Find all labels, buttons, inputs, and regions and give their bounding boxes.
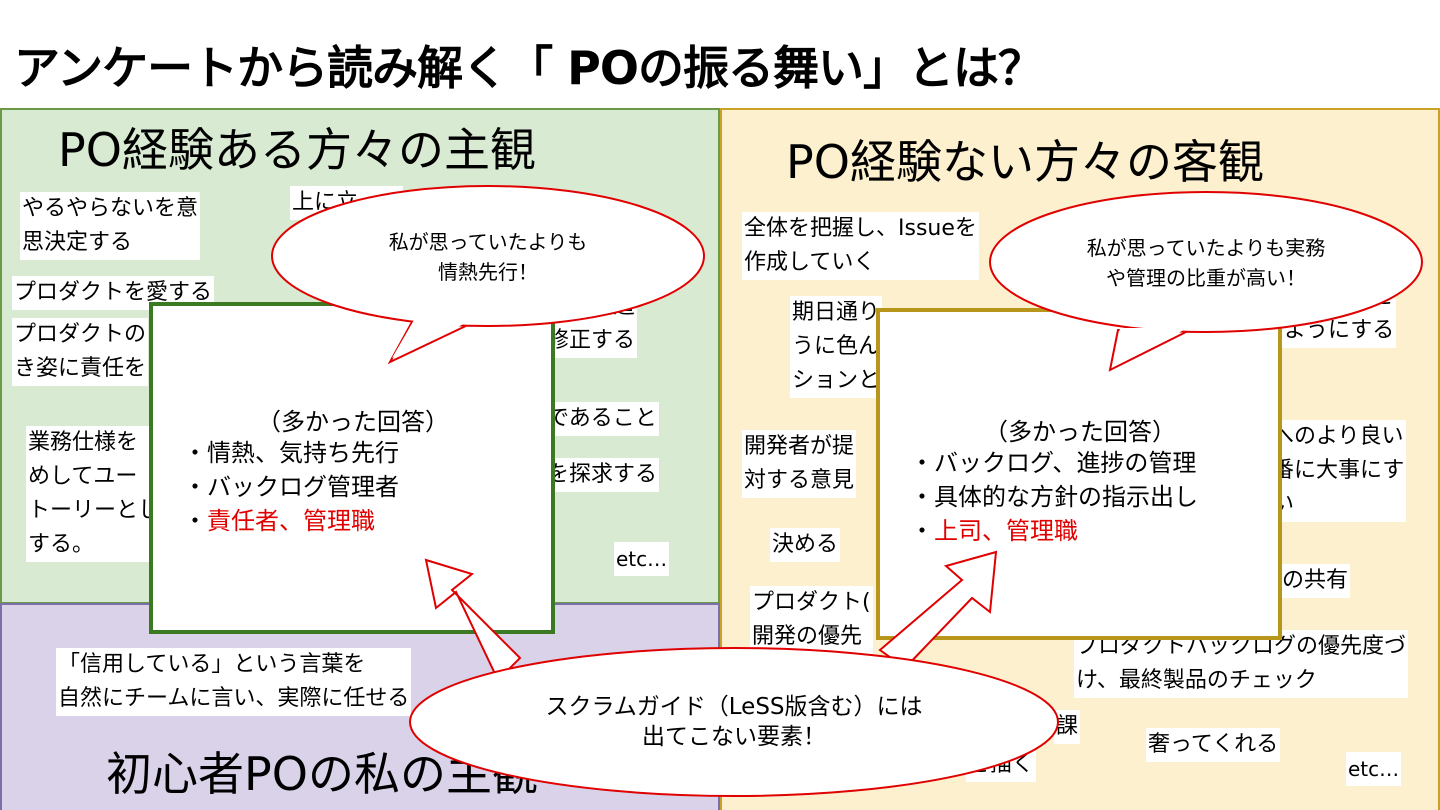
sticky-note: プロダクトのき姿に責任を xyxy=(12,318,149,386)
sticky-note: 期日通りうに色んションと xyxy=(790,296,883,398)
non-po-summary-box: （多かった回答） ・バックログ、進捗の管理 ・具体的な方針の指示出し ・上司、管… xyxy=(876,308,1282,640)
sticky-note: の共有 xyxy=(1280,564,1351,598)
sticky-note: やるやらないを意思決定する xyxy=(20,192,201,260)
left-speech-bubble-shape xyxy=(271,185,705,327)
summary-item-highlight: ・責任者、管理職 xyxy=(183,507,375,535)
right-speech-bubble-shape xyxy=(989,191,1423,333)
non-po-heading: PO経験ない方々の客観 xyxy=(786,135,1264,189)
summary-list: ・情熱、気持ち先行 ・バックログ管理者 ・責任者、管理職 xyxy=(183,436,399,538)
left-speech-bubble-text: 私が思っていたよりも情熱先行！ xyxy=(388,230,588,284)
bottom-callout-shape xyxy=(409,647,1059,797)
arrow-up-left xyxy=(424,558,522,682)
summary-item: ・情熱、気持ち先行 xyxy=(183,439,399,467)
summary-caption: （多かった回答） xyxy=(984,418,1176,446)
sticky-note: を探求する xyxy=(545,458,660,492)
sticky-note: へのより良い番に大事にすい xyxy=(1270,420,1407,522)
summary-list: ・バックログ、進捗の管理 ・具体的な方針の指示出し ・上司、管理職 xyxy=(910,446,1198,548)
sticky-note: プロダクト(開発の優先 xyxy=(750,586,873,654)
summary-caption: （多かった回答） xyxy=(257,408,449,436)
sticky-note: 業務仕様をめしてユートーリーとしする。 xyxy=(26,426,163,562)
experienced-po-heading: PO経験ある方々の主観 xyxy=(58,123,536,177)
arrow-up-right xyxy=(878,550,998,670)
sticky-note: であること xyxy=(545,402,659,436)
sticky-note: etc… xyxy=(1346,752,1402,786)
summary-item-highlight: ・上司、管理職 xyxy=(910,517,1078,545)
sticky-note: 課 xyxy=(1054,710,1081,744)
sticky-note: 奢ってくれる xyxy=(1146,728,1281,762)
experienced-po-summary-box: （多かった回答） ・情熱、気持ち先行 ・バックログ管理者 ・責任者、管理職 xyxy=(149,302,555,634)
summary-item: ・バックログ、進捗の管理 xyxy=(910,449,1197,477)
sticky-note: 決める xyxy=(770,528,841,562)
sticky-note: 全体を把握し、Issueを作成していく xyxy=(742,212,979,280)
right-speech-bubble-text: 私が思っていたよりも実務や管理の比重が高い！ xyxy=(1086,236,1326,290)
bottom-callout-text: スクラムガイド（LeSS版含む）には出てこない要素！ xyxy=(545,694,923,750)
sticky-note: 開発者が提対する意見 xyxy=(742,430,857,498)
slide-title: アンケートから読み解く「 POの振る舞い」とは？ xyxy=(14,41,1044,95)
summary-item: ・バックログ管理者 xyxy=(183,473,399,501)
summary-item: ・具体的な方針の指示出し xyxy=(910,483,1198,511)
sticky-note: 「信用している」という言葉を自然にチームに言い、実際に任せる xyxy=(56,648,412,716)
sticky-note: etc… xyxy=(614,542,670,576)
